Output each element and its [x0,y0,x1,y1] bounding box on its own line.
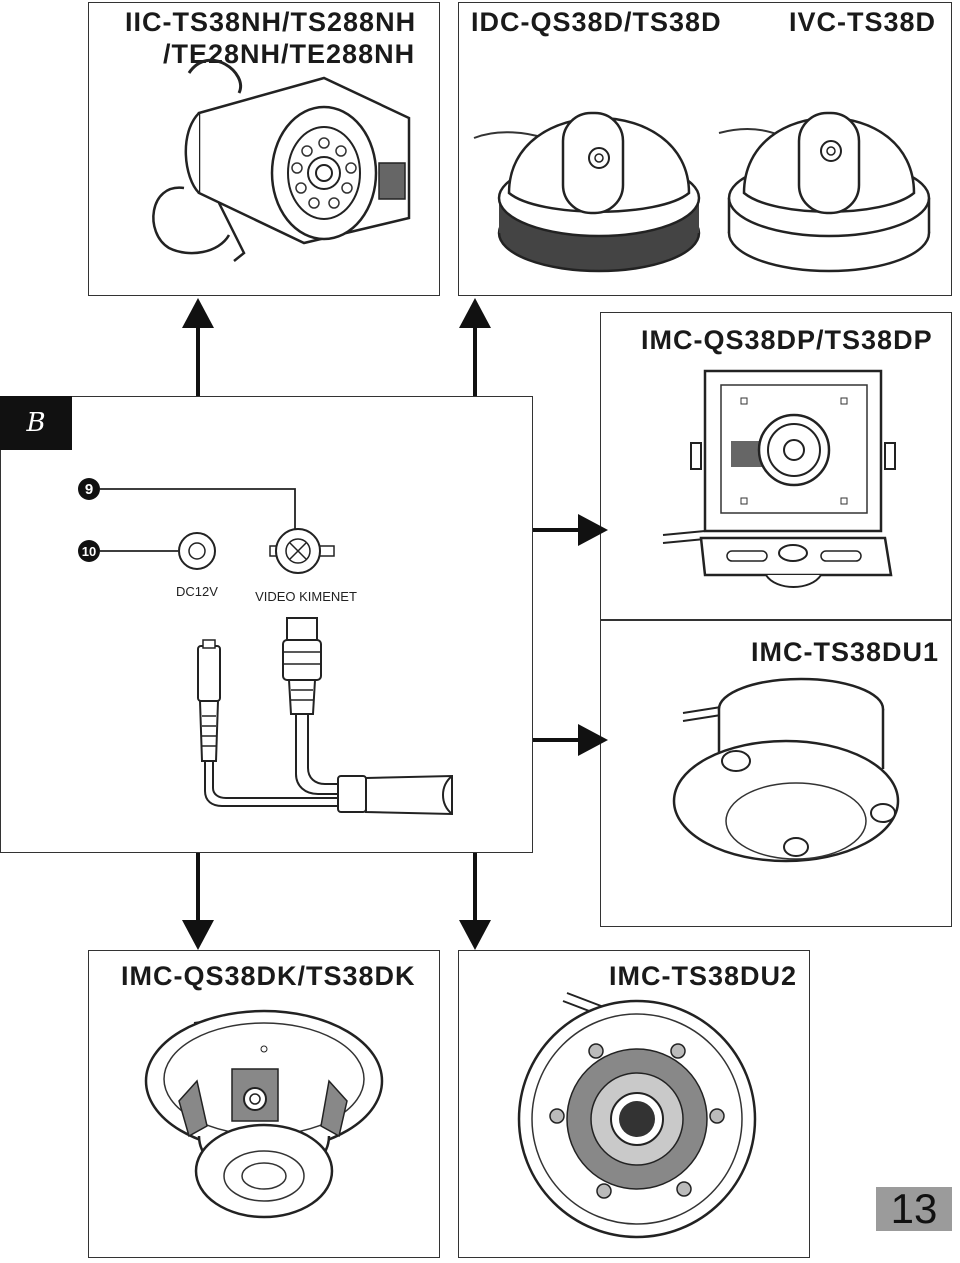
arrow-up-right-head [459,298,491,328]
arrow-down-left-head [182,920,214,950]
arrow-up-left-head [182,298,214,328]
dome-right-title: IVC-TS38D [789,7,937,37]
bullet-camera-title-line1: IIC-TS38NH/TS288NH [125,7,417,37]
pinhole-camera-title: IMC-QS38DP/TS38DP [641,325,933,355]
arrow-down-right-head [459,920,491,950]
flat-u2-camera-title: IMC-TS38DU2 [609,961,798,991]
section-badge: B [0,396,72,450]
pinhole-camera-illustration [662,369,896,588]
dome-left-title: IDC-QS38D/TS38D [471,7,722,37]
dome-dk-camera-panel: IMC-QS38DK/TS38DK [88,950,440,1258]
callout-10-number: 10 [82,544,96,559]
dome-cameras-illustration [473,111,931,273]
flat-u1-camera-illustration [672,677,900,863]
page-number: 13 [876,1185,952,1232]
dc-label: DC12V [176,584,218,599]
pinhole-camera-panel: IMC-QS38DP/TS38DP [600,312,952,620]
callout-9-number: 9 [85,481,93,498]
dome-dk-camera-illustration [144,1009,384,1219]
bullet-camera-illustration [152,58,411,262]
flat-u1-camera-title: IMC-TS38DU1 [751,637,940,667]
connector-illustration: 9 10 DC12V VIDEO KIMENET [78,478,453,816]
dome-cameras-panel: IDC-QS38D/TS38D IVC-TS38D [458,2,952,296]
flat-u2-camera-panel: IMC-TS38DU2 [458,950,810,1258]
bullet-camera-panel: IIC-TS38NH/TS288NH /TE28NH/TE288NH [88,2,440,296]
bullet-camera-title-line2: /TE28NH/TE288NH [163,39,416,69]
flat-u1-camera-panel: IMC-TS38DU1 [600,620,952,927]
dome-dk-camera-title: IMC-QS38DK/TS38DK [121,961,416,991]
video-output-label: VIDEO KIMENET [255,589,357,604]
flat-u2-camera-illustration [517,992,757,1239]
